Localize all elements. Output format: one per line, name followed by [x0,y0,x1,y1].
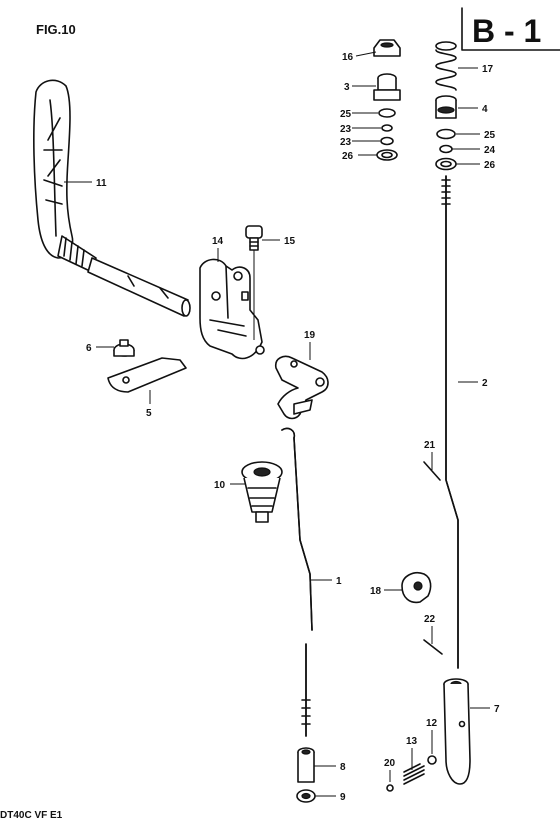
part-13-spring [403,763,425,785]
part-20-ball [386,784,394,792]
callout-23: 23 [340,137,352,148]
part-8-sleeve [297,747,315,783]
callout-13: 13 [406,736,418,747]
callout-6: 6 [86,343,92,354]
callout-22: 22 [424,614,436,625]
part-25-oring-b [436,128,456,140]
part-6-bolt [113,339,135,357]
callout-25: 25 [340,109,352,120]
callout-11: 11 [96,178,107,189]
callout-4: 4 [482,104,488,115]
callout-8: 8 [340,762,346,773]
callout-15: 15 [284,236,296,247]
part-5-plate [107,357,187,393]
callout-9: 9 [340,792,346,803]
leader-lines [64,51,490,797]
callout-10: 10 [214,480,226,491]
part-9-nut [296,789,316,803]
callout-23: 23 [340,124,352,135]
part-17-spring [435,41,457,91]
part-7-tube [443,678,471,785]
part-19-link [274,355,329,420]
callout-labels: 16 3 25 23 23 26 17 4 25 24 26 11 14 15 … [86,52,500,803]
callout-7: 7 [494,704,500,715]
part-23-washer-a [381,124,393,132]
callout-2: 2 [482,378,488,389]
part-18-clip [401,571,432,604]
model-code: DT40C VF E1 [0,810,63,821]
callout-16: 16 [342,52,354,63]
callout-1: 1 [336,576,342,587]
callout-20: 20 [384,758,396,769]
callout-26: 26 [484,160,496,171]
part-4-plunger [435,95,457,119]
callout-25: 25 [484,130,496,141]
part-2-rod [441,175,459,669]
part-15-bolt [245,225,263,251]
figure-title: FIG.10 [36,22,76,37]
callout-12: 12 [426,718,438,729]
part-3-valve [373,73,401,101]
section-code: B - 1 [472,13,541,49]
part-11-shift-lever [33,79,191,317]
section-box: B - 1 [461,7,560,51]
callout-17: 17 [482,64,494,75]
callout-3: 3 [344,82,350,93]
callout-26: 26 [342,151,354,162]
part-23-washer-b [380,136,394,146]
part-26-washer-a [376,149,398,161]
callout-5: 5 [146,408,152,419]
callout-18: 18 [370,586,382,597]
part-25-oring-a [378,108,396,118]
part-14-bracket [199,258,265,360]
part-10-grommet [241,461,283,523]
part-24-washer [439,144,453,154]
part-21-pin [423,461,441,481]
callout-21: 21 [424,440,436,451]
part-12-ball [427,755,437,765]
callout-14: 14 [212,236,224,247]
part-1-shift-rod [281,427,313,737]
callout-24: 24 [484,145,496,156]
callout-19: 19 [304,330,316,341]
part-26-washer-b [435,157,457,171]
part-22-pin [423,639,443,655]
part-16-cap [373,39,401,57]
